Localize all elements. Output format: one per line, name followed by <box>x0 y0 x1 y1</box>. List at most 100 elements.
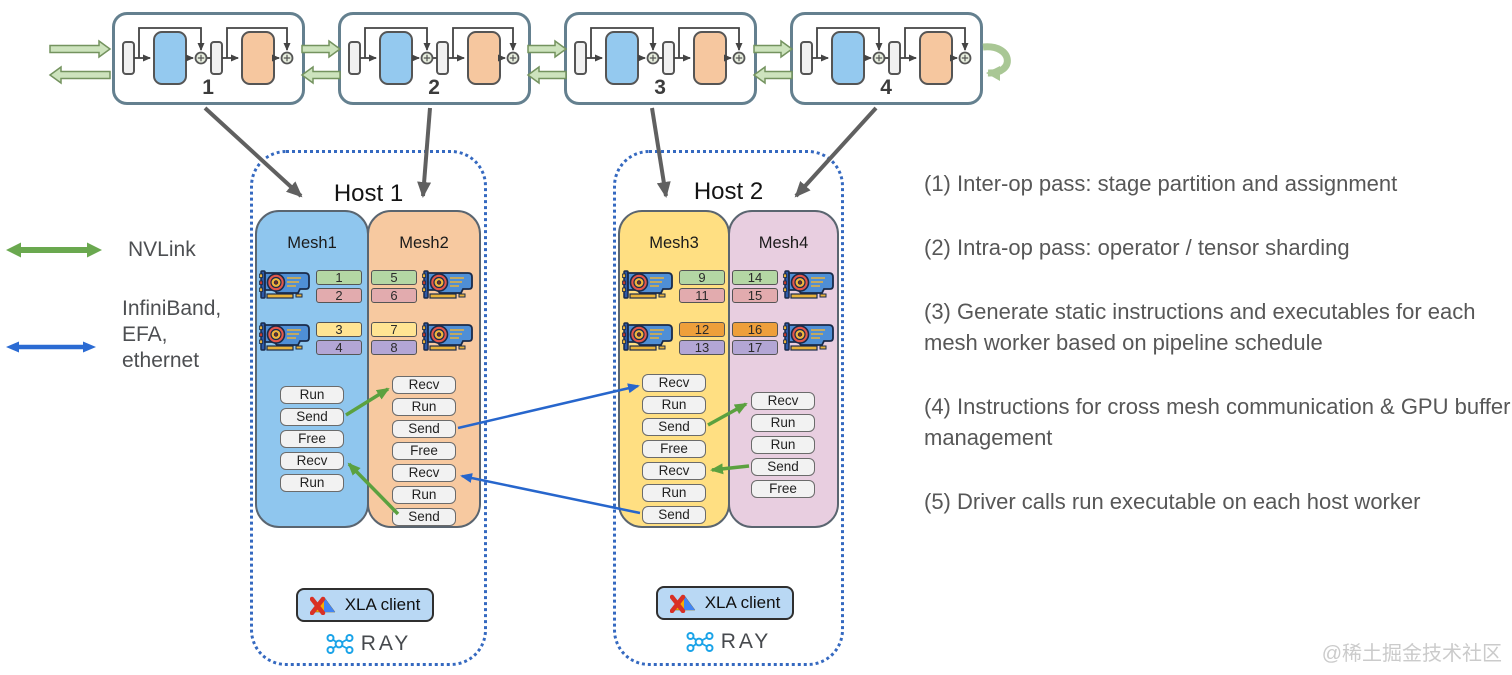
xla-client-label: XLA client <box>704 593 781 612</box>
legend-nvlink-label: NVLink <box>128 238 196 261</box>
device-chip: 3 <box>316 321 362 337</box>
gpu-icon <box>783 268 835 304</box>
host1-title: Host 1 <box>333 180 404 207</box>
gpu-icon <box>422 268 474 304</box>
stage-number: 1 <box>202 76 214 99</box>
device-chip: 16 <box>732 321 778 337</box>
instruction: Send <box>280 408 344 426</box>
mesh4-title: Mesh4 <box>758 234 809 252</box>
annotation-list: (1) Inter-op pass: stage partition and a… <box>924 168 1512 550</box>
device-chip-stack: 12 13 <box>679 321 725 355</box>
instruction: Send <box>642 506 706 524</box>
xla-client-button-host1[interactable]: XLA client <box>296 588 434 622</box>
device-chip-stack: 1 2 <box>316 269 362 303</box>
nvlink-arrow-icon <box>6 242 102 258</box>
instruction: Send <box>392 508 456 526</box>
pipeline-stage-2: 2 <box>338 12 531 105</box>
ray-logo-host1: RAY <box>250 632 487 656</box>
annotation-4: (4) Instructions for cross mesh communic… <box>924 394 1511 450</box>
legend-interconnect-label: InfiniBand, EFA, ethernet <box>122 297 222 372</box>
gpu-row: 14 15 <box>732 268 835 304</box>
host2-title: Host 2 <box>693 178 764 205</box>
instruction: Run <box>392 486 456 504</box>
xla-client-label: XLA client <box>344 595 421 614</box>
instruction: Send <box>751 458 815 476</box>
device-chip: 5 <box>371 269 417 285</box>
device-chip-stack: 5 6 <box>371 269 417 303</box>
device-chip-stack: 16 17 <box>732 321 778 355</box>
instruction: Recv <box>751 392 815 410</box>
instruction: Free <box>280 430 344 448</box>
instruction: Free <box>642 440 706 458</box>
instruction: Recv <box>280 452 344 470</box>
gpu-row: 3 4 <box>259 320 362 356</box>
ray-logo-icon <box>686 630 714 654</box>
gpu-icon <box>622 268 674 304</box>
mesh2-instruction-list: Recv Run Send Free Recv Run Send <box>392 376 456 530</box>
pipeline-loopback-arrow <box>982 43 1011 81</box>
mesh3-title: Mesh3 <box>649 234 699 252</box>
gpu-icon <box>422 320 474 356</box>
mesh1-title: Mesh1 <box>287 234 337 252</box>
annotation-3: (3) Generate static instructions and exe… <box>924 299 1476 355</box>
device-chip: 14 <box>732 269 778 285</box>
gpu-row: 1 2 <box>259 268 362 304</box>
device-chip-stack: 3 4 <box>316 321 362 355</box>
instruction: Recv <box>642 374 706 392</box>
ray-logo-host2: RAY <box>613 630 844 654</box>
stage-number: 2 <box>428 76 440 99</box>
device-chip: 4 <box>316 339 362 355</box>
gpu-row: 9 11 <box>622 268 725 304</box>
device-chip: 8 <box>371 339 417 355</box>
instruction: Run <box>280 474 344 492</box>
xla-client-button-host2[interactable]: XLA client <box>656 586 794 620</box>
mesh2-title: Mesh2 <box>399 234 449 252</box>
mesh4-column: Mesh4 <box>728 210 839 528</box>
watermark: @稀土掘金技术社区 <box>1321 643 1502 665</box>
instruction: Recv <box>392 376 456 394</box>
device-chip-stack: 7 8 <box>371 321 417 355</box>
pipeline-stage-3: 3 <box>564 12 757 105</box>
pipeline-stage-1: 1 <box>112 12 305 105</box>
instruction: Run <box>642 484 706 502</box>
instruction: Recv <box>392 464 456 482</box>
device-chip: 13 <box>679 339 725 355</box>
device-chip-stack: 14 15 <box>732 269 778 303</box>
legend-interconnect: InfiniBand, EFA, ethernet <box>6 296 221 374</box>
device-chip: 9 <box>679 269 725 285</box>
mesh4-instruction-list: Recv Run Run Send Free <box>751 392 815 502</box>
stage-number: 3 <box>654 76 666 99</box>
annotation-1: (1) Inter-op pass: stage partition and a… <box>924 171 1398 196</box>
gpu-icon <box>622 320 674 356</box>
device-chip: 15 <box>732 287 778 303</box>
ray-label: RAY <box>720 630 772 653</box>
mesh1-instruction-list: Run Send Free Recv Run <box>280 386 344 496</box>
instruction: Free <box>392 442 456 460</box>
instruction: Run <box>751 436 815 454</box>
instruction: Run <box>392 398 456 416</box>
device-chip: 12 <box>679 321 725 337</box>
xla-logo-icon <box>670 593 696 613</box>
instruction: Send <box>392 420 456 438</box>
instruction: Run <box>751 414 815 432</box>
gpu-row: 7 8 <box>371 320 474 356</box>
annotation-5: (5) Driver calls run executable on each … <box>924 489 1421 514</box>
interconnect-arrow-icon <box>6 341 96 353</box>
device-chip: 1 <box>316 269 362 285</box>
ray-logo-icon <box>326 632 354 656</box>
ray-label: RAY <box>360 632 412 655</box>
device-chip: 6 <box>371 287 417 303</box>
annotation-2: (2) Intra-op pass: operator / tensor sha… <box>924 235 1350 260</box>
device-chip-stack: 9 11 <box>679 269 725 303</box>
instruction: Run <box>642 396 706 414</box>
device-chip: 7 <box>371 321 417 337</box>
instruction: Free <box>751 480 815 498</box>
gpu-row: 5 6 <box>371 268 474 304</box>
pipeline-stage-4: 4 <box>790 12 983 105</box>
gpu-icon <box>783 320 835 356</box>
device-chip: 11 <box>679 287 725 303</box>
gpu-row: 12 13 <box>622 320 725 356</box>
xla-logo-icon <box>310 595 336 615</box>
mesh3-instruction-list: Recv Run Send Free Recv Run Send <box>642 374 706 528</box>
